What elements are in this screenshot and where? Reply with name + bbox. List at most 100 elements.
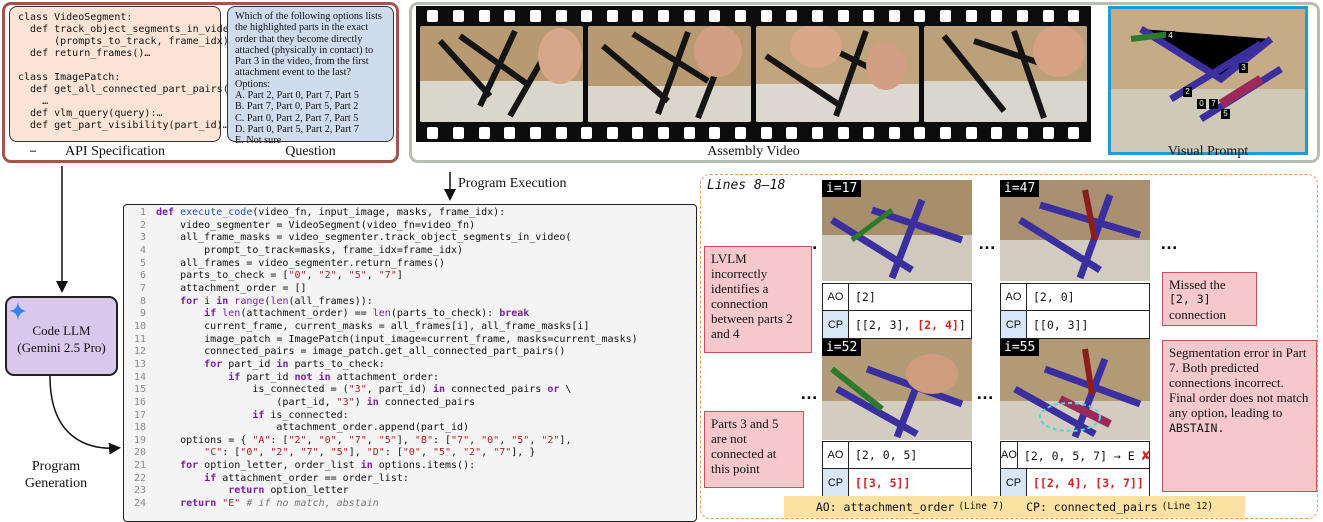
note-missed-connection: Missed the [2, 3] connection (1162, 272, 1257, 326)
part-tag-7: 7 (1209, 99, 1218, 109)
frame-index-label: i=55 (1000, 339, 1040, 356)
program-generation-line1: Program (31, 459, 81, 474)
film-hole (555, 9, 567, 22)
film-hole (786, 126, 798, 139)
film-hole (452, 126, 464, 139)
part-tag-5: 5 (1221, 109, 1230, 119)
film-hole (606, 126, 618, 139)
api-specification-box: class VideoSegment: def track_object_seg… (9, 6, 235, 155)
ellipsis: … (800, 383, 819, 403)
code-line: 7 attachment_order = [] (139, 282, 307, 294)
film-hole (427, 126, 439, 139)
film-hole (914, 9, 926, 22)
film-hole (940, 126, 952, 139)
program-generation-label: Program Generation (22, 458, 90, 492)
legend-ao-line: (Line 7) (958, 501, 1005, 512)
film-hole (1042, 9, 1054, 22)
video-frame-1 (420, 26, 583, 122)
film-hole (709, 9, 721, 22)
code-line: 5 all_frames = video_segmenter.return_fr… (139, 257, 445, 269)
ao-key: AO (1001, 442, 1018, 468)
trace-frame-i52: i=52 (822, 339, 972, 440)
film-strip (416, 6, 1091, 142)
ao-key: AO (823, 442, 849, 468)
film-hole (555, 126, 567, 139)
ao-key: AO (1001, 284, 1027, 310)
option-item: E. Not sure (235, 135, 282, 147)
cp-value: [[0, 3]] (1033, 317, 1089, 332)
code-line: 18 attachment_order.append(part_id) (133, 422, 470, 434)
film-hole (529, 126, 541, 139)
film-hole (581, 9, 593, 22)
question-caption: Question (285, 144, 336, 159)
ao-value: [2] (855, 290, 876, 304)
cp-value: [[3, 5]] (855, 475, 911, 490)
cross-icon: ✘ (1141, 446, 1151, 464)
film-hole (991, 9, 1003, 22)
part-tag-3: 3 (1239, 63, 1248, 73)
film-hole (965, 126, 977, 139)
trace-table-i52: AO[2, 0, 5] CP[[3, 5]] (822, 441, 972, 497)
code-llm-title: Code LLM (32, 323, 91, 338)
ao-key: AO (823, 284, 849, 310)
code-line: 8 for i in range(len(all_frames)): (139, 295, 373, 307)
code-line: 6 parts_to_check = ["0", "2", "5", "7"] (139, 270, 403, 282)
film-hole (1068, 9, 1080, 22)
cp-value: [[2, 4], [3, 7]] (1033, 475, 1144, 490)
film-hole (863, 9, 875, 22)
film-hole (683, 9, 695, 22)
panel-title: Lines 8–18 (707, 178, 786, 193)
film-hole (709, 126, 721, 139)
frame-index-label: i=47 (1000, 180, 1040, 197)
video-frame-4 (924, 26, 1087, 122)
film-hole (581, 126, 593, 139)
code-line: 9 if len(attachment_order) == len(parts_… (139, 308, 530, 320)
film-hole (632, 9, 644, 22)
option-item: C. Part 0, Part 2, Part 7, Part 5 (235, 112, 359, 124)
program-generation-line2: Generation (24, 476, 88, 491)
question-text: Which of the following options lists the… (235, 11, 382, 79)
film-hole (606, 9, 618, 22)
part-tag-4: 4 (1166, 31, 1175, 41)
gemini-sparkle-icon (9, 302, 27, 320)
part-tag-0: 0 (1197, 99, 1206, 109)
film-hole (529, 9, 541, 22)
code-line: 10 current_frame, current_masks = all_fr… (133, 320, 590, 332)
part-tag-2: 2 (1183, 87, 1192, 97)
code-line: 19 options = { "A": ["2", "0", "7", "5"]… (133, 434, 572, 446)
video-frame-2 (588, 26, 751, 122)
film-hole (837, 9, 849, 22)
question-box: Which of the following options lists the… (227, 6, 394, 146)
code-llm-model: (Gemini 2.5 Pro) (17, 340, 106, 355)
film-hole (632, 126, 644, 139)
code-line: 13 for part_id in parts_to_check: (133, 358, 385, 370)
trace-table-i17: AO[2] CP[[2, 3], [2, 4]] (822, 283, 972, 339)
film-hole (1042, 126, 1054, 139)
code-line: 15 is_connected = ("3", part_id) in conn… (133, 384, 572, 396)
cp-value: [[2, 3], [2, 4]] (855, 317, 966, 332)
film-hole (658, 126, 670, 139)
trace-table-i47: AO[2, 0] CP[[0, 3]] (1000, 283, 1150, 339)
film-holes-bottom (416, 123, 1091, 142)
code-line: 2 video_segmenter = VideoSegment(video_f… (139, 219, 476, 231)
assembly-video-caption: Assembly Video (707, 144, 800, 159)
film-hole (478, 126, 490, 139)
cp-key: CP (1001, 469, 1027, 496)
program-execution-label: Program Execution (458, 176, 567, 191)
video-frame-3 (756, 26, 919, 122)
option-item: A. Part 2, Part 0, Part 7, Part 5 (235, 90, 359, 102)
ellipsis: … (976, 383, 995, 403)
trace-table-i55: AO[2, 0, 5, 7] → E ✘ CP[[2, 4], [3, 7]] (1000, 441, 1151, 497)
film-hole (786, 9, 798, 22)
trace-frame-i47: i=47 (1000, 180, 1150, 281)
film-holes-top (416, 6, 1091, 25)
option-item: D. Part 0, Part 5, Part 2, Part 7 (235, 123, 359, 135)
api-spec-caption: API Specification (65, 144, 165, 159)
film-hole (478, 9, 490, 22)
code-llm-box: Code LLM (Gemini 2.5 Pro) (5, 296, 118, 376)
film-hole (683, 126, 695, 139)
code-line: 23 return option_letter (133, 485, 349, 497)
film-hole (965, 9, 977, 22)
